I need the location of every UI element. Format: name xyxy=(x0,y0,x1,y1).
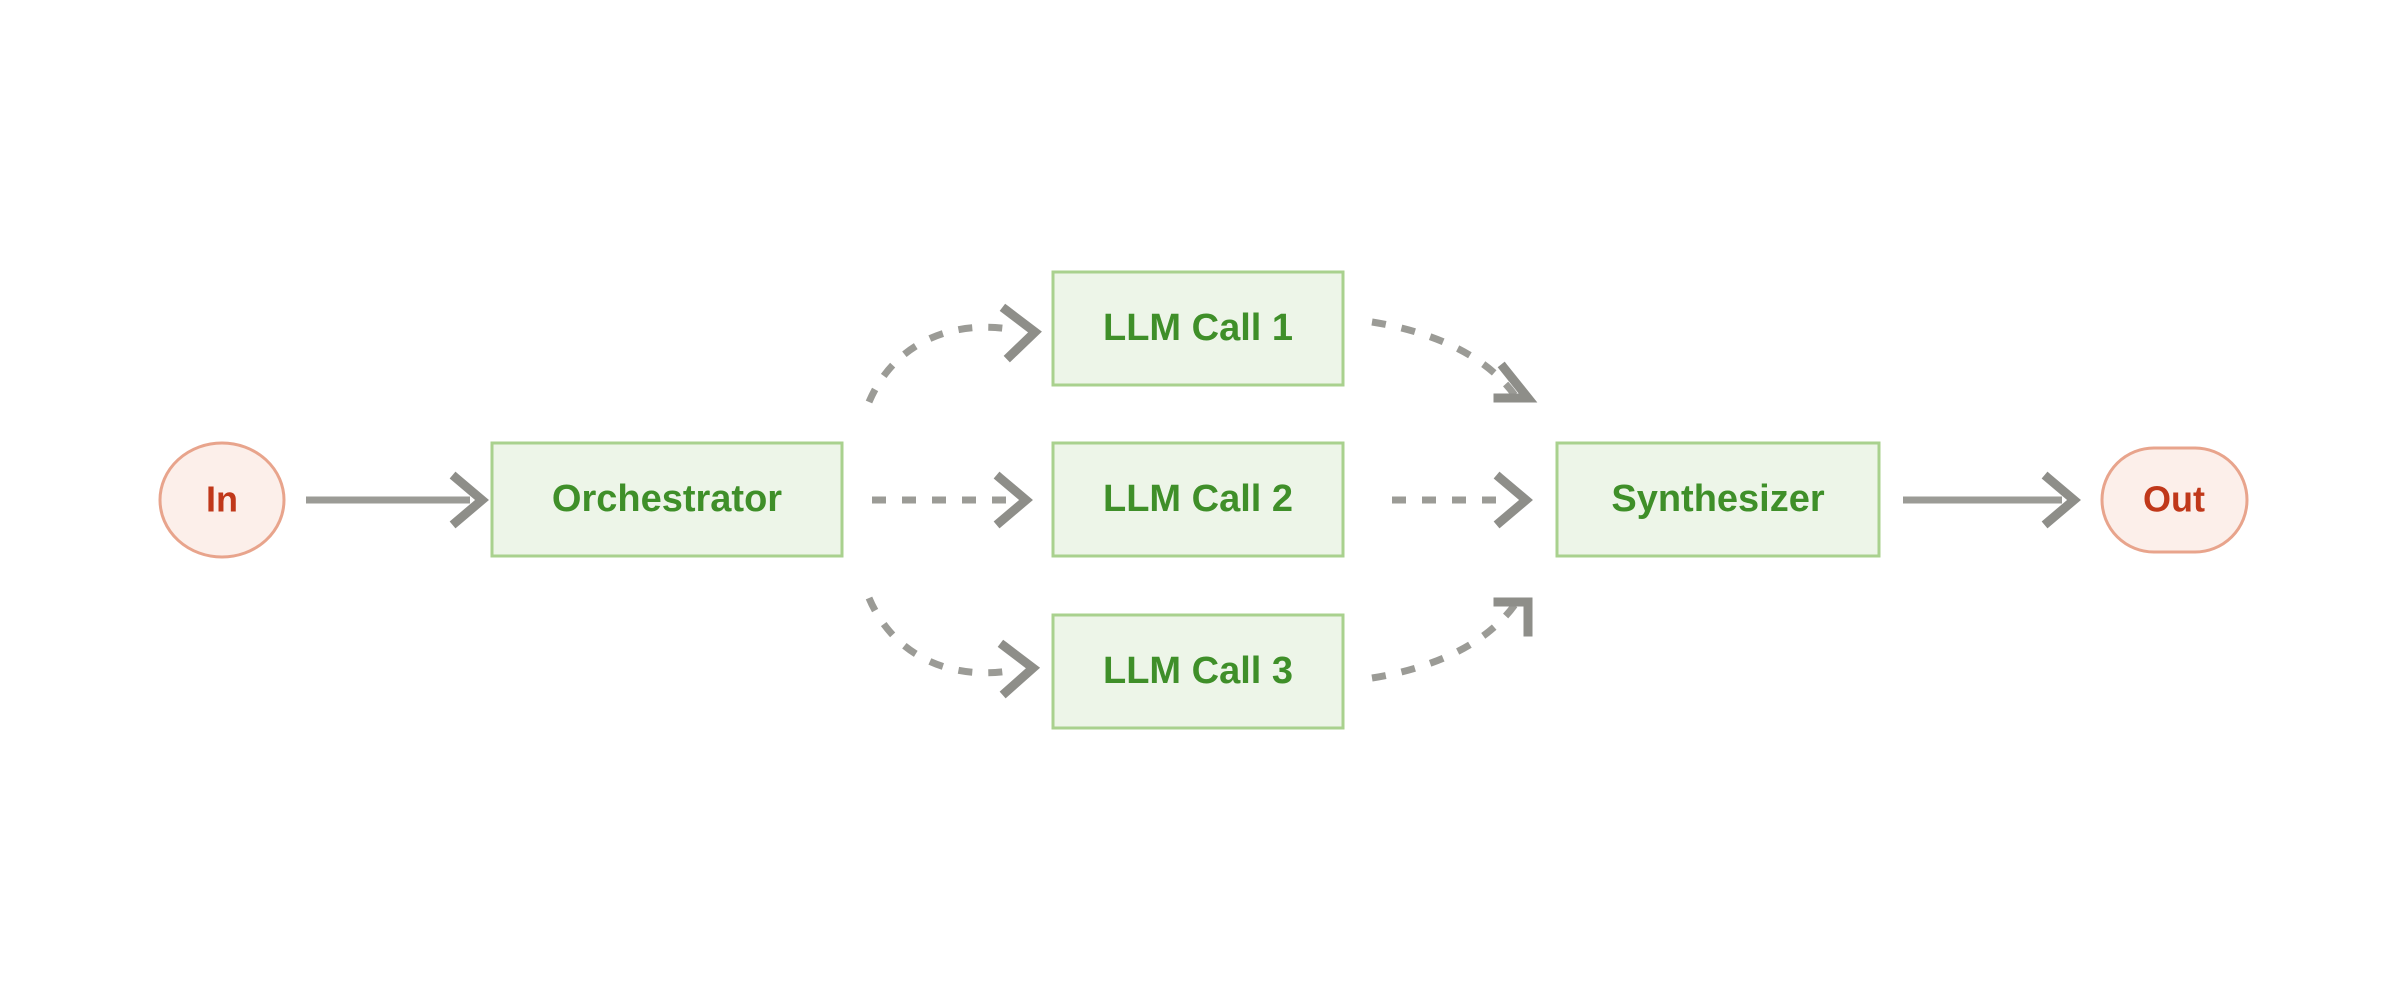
edge-llm-call-2-to-synthesizer xyxy=(1392,471,1533,529)
llm-call-2-shape xyxy=(1051,441,1345,558)
edge-in-to-orchestrator xyxy=(306,471,489,529)
edge-orchestrator-to-llm-call-2 xyxy=(872,471,1033,529)
node-in[interactable]: In xyxy=(158,441,286,559)
out-label: Out xyxy=(2143,479,2205,520)
llm-call-3-shape xyxy=(1051,613,1345,730)
llm-call-2-label: LLM Call 2 xyxy=(1103,478,1293,520)
synthesizer-shape xyxy=(1555,441,1881,558)
node-llm-call-2[interactable]: LLM Call 2 xyxy=(1051,441,1345,558)
out-shape xyxy=(2100,446,2249,554)
edge-synthesizer-to-out xyxy=(1903,471,2081,529)
edge-llm-call-3-to-synthesizer xyxy=(1371,597,1533,682)
orchestrator-shape xyxy=(490,441,844,558)
node-out[interactable]: Out xyxy=(2100,446,2249,554)
llm-call-1-shape xyxy=(1051,270,1345,387)
edge-orchestrator-to-llm-call-3 xyxy=(865,596,1041,699)
node-llm-call-1[interactable]: LLM Call 1 xyxy=(1051,270,1345,387)
llm-call-3-label: LLM Call 3 xyxy=(1103,650,1293,692)
node-llm-call-3[interactable]: LLM Call 3 xyxy=(1051,613,1345,730)
synthesizer-label: Synthesizer xyxy=(1611,478,1825,520)
in-shape xyxy=(158,441,286,559)
node-synthesizer[interactable]: Synthesizer xyxy=(1555,441,1881,558)
edge-orchestrator-to-llm-call-1 xyxy=(865,303,1042,404)
edge-llm-call-1-to-synthesizer xyxy=(1371,318,1538,403)
in-label: In xyxy=(206,479,238,520)
node-orchestrator[interactable]: Orchestrator xyxy=(490,441,844,558)
llm-call-1-label: LLM Call 1 xyxy=(1103,307,1293,349)
orchestrator-label: Orchestrator xyxy=(552,478,782,520)
